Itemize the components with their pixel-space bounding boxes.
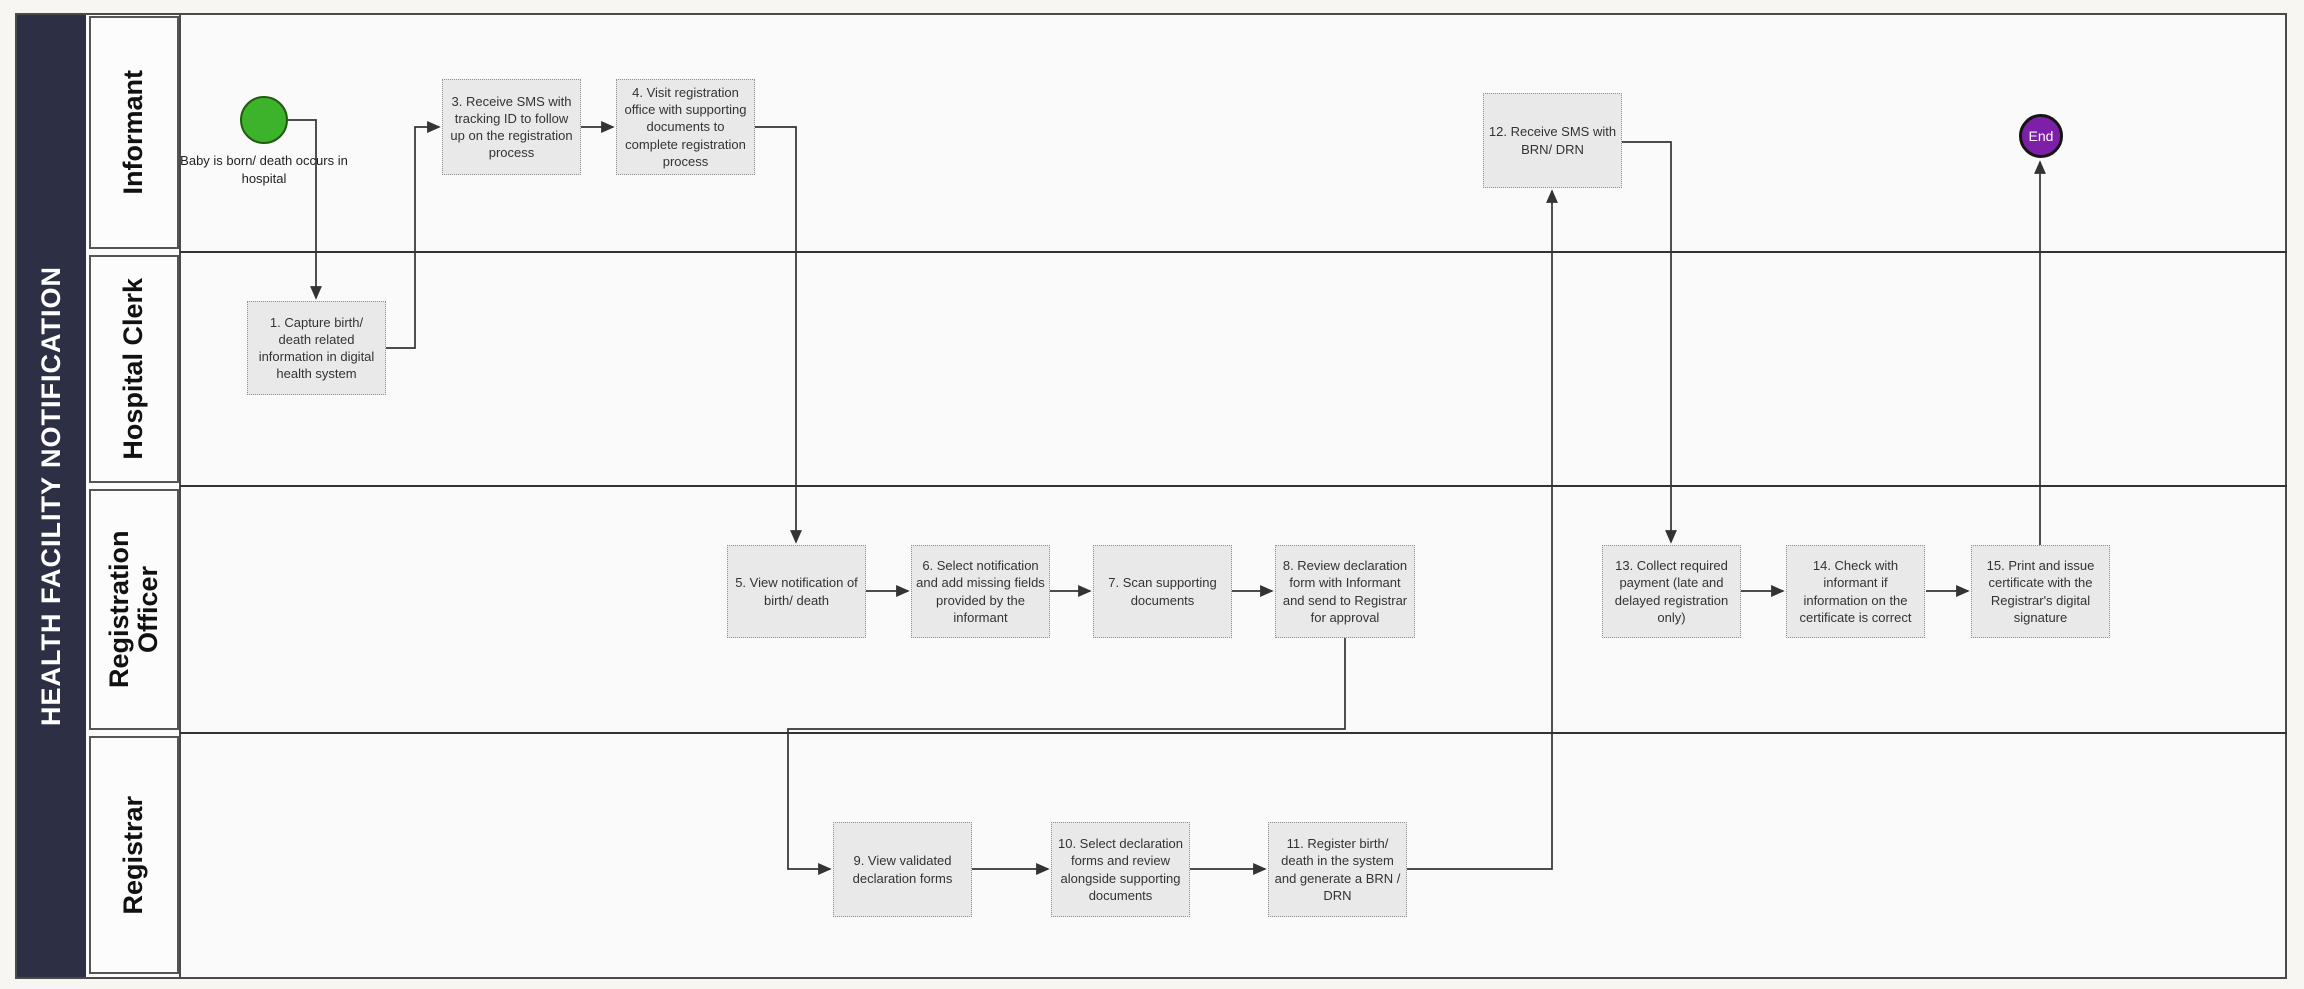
task-text: 4. Visit registration office with suppor…	[624, 85, 747, 169]
task-box-7[interactable]: 7. Scan supporting documents	[1093, 545, 1232, 638]
lane-label-text: Hospital Clerk	[118, 278, 149, 460]
start-event-circle[interactable]	[240, 96, 288, 144]
lane-separator	[180, 732, 2287, 734]
task-text: 6. Select notification and add missing f…	[916, 558, 1045, 625]
task-box-12[interactable]: 12. Receive SMS with BRN/ DRN	[1483, 93, 1622, 188]
lane-label-text: Informant	[118, 70, 149, 195]
lane-separator	[180, 251, 2287, 253]
task-text: 5. View notification of birth/ death	[735, 575, 858, 608]
task-box-4[interactable]: 4. Visit registration office with suppor…	[616, 79, 755, 175]
lane-label-informant: Informant	[89, 16, 179, 249]
task-text: 14. Check with informant if information …	[1799, 558, 1912, 625]
task-box-1[interactable]: 1. Capture birth/ death related informat…	[247, 301, 386, 395]
task-text: 12. Receive SMS with BRN/ DRN	[1488, 124, 1617, 157]
task-box-13[interactable]: 13. Collect required payment (late and d…	[1602, 545, 1741, 638]
task-text: 9. View validated declaration forms	[852, 853, 953, 886]
task-text: 13. Collect required payment (late and d…	[1614, 558, 1729, 625]
end-event-circle[interactable]: End	[2019, 114, 2063, 158]
lane-label-registration-officer: Registration Officer	[89, 489, 179, 730]
end-event-label: End	[2028, 128, 2054, 144]
lane-label-text: Registration Officer	[103, 530, 163, 689]
pool-title-bar: HEALTH FACILITY NOTIFICATION	[17, 15, 86, 977]
task-box-8[interactable]: 8. Review declaration form with Informan…	[1275, 545, 1415, 638]
lane-label-registrar: Registrar	[89, 736, 179, 974]
task-text: 8. Review declaration form with Informan…	[1282, 558, 1408, 625]
task-box-11[interactable]: 11. Register birth/ death in the system …	[1268, 822, 1407, 917]
task-text: 1. Capture birth/ death related informat…	[258, 314, 375, 382]
task-box-15[interactable]: 15. Print and issue certificate with the…	[1971, 545, 2110, 638]
task-box-5[interactable]: 5. View notification of birth/ death	[727, 545, 866, 638]
task-box-14[interactable]: 14. Check with informant if information …	[1786, 545, 1925, 638]
start-event-label: Baby is born/ death occurs in hospital	[180, 153, 348, 187]
task-text: 10. Select declaration forms and review …	[1057, 836, 1184, 903]
lane-separator	[180, 485, 2287, 487]
lane-label-hospital-clerk: Hospital Clerk	[89, 255, 179, 483]
task-text: 3. Receive SMS with tracking ID to follo…	[450, 93, 573, 161]
task-text: 15. Print and issue certificate with the…	[1986, 558, 2095, 625]
lane-label-text: Registrar	[118, 795, 149, 915]
task-box-9[interactable]: 9. View validated declaration forms	[833, 822, 972, 917]
task-text: 7. Scan supporting documents	[1108, 575, 1217, 608]
task-text: 11. Register birth/ death in the system …	[1274, 836, 1401, 903]
task-box-3[interactable]: 3. Receive SMS with tracking ID to follo…	[442, 79, 581, 175]
pool-title: HEALTH FACILITY NOTIFICATION	[36, 266, 66, 726]
lane-label-column-divider	[179, 13, 181, 979]
task-box-6[interactable]: 6. Select notification and add missing f…	[911, 545, 1050, 638]
task-box-10[interactable]: 10. Select declaration forms and review …	[1051, 822, 1190, 917]
